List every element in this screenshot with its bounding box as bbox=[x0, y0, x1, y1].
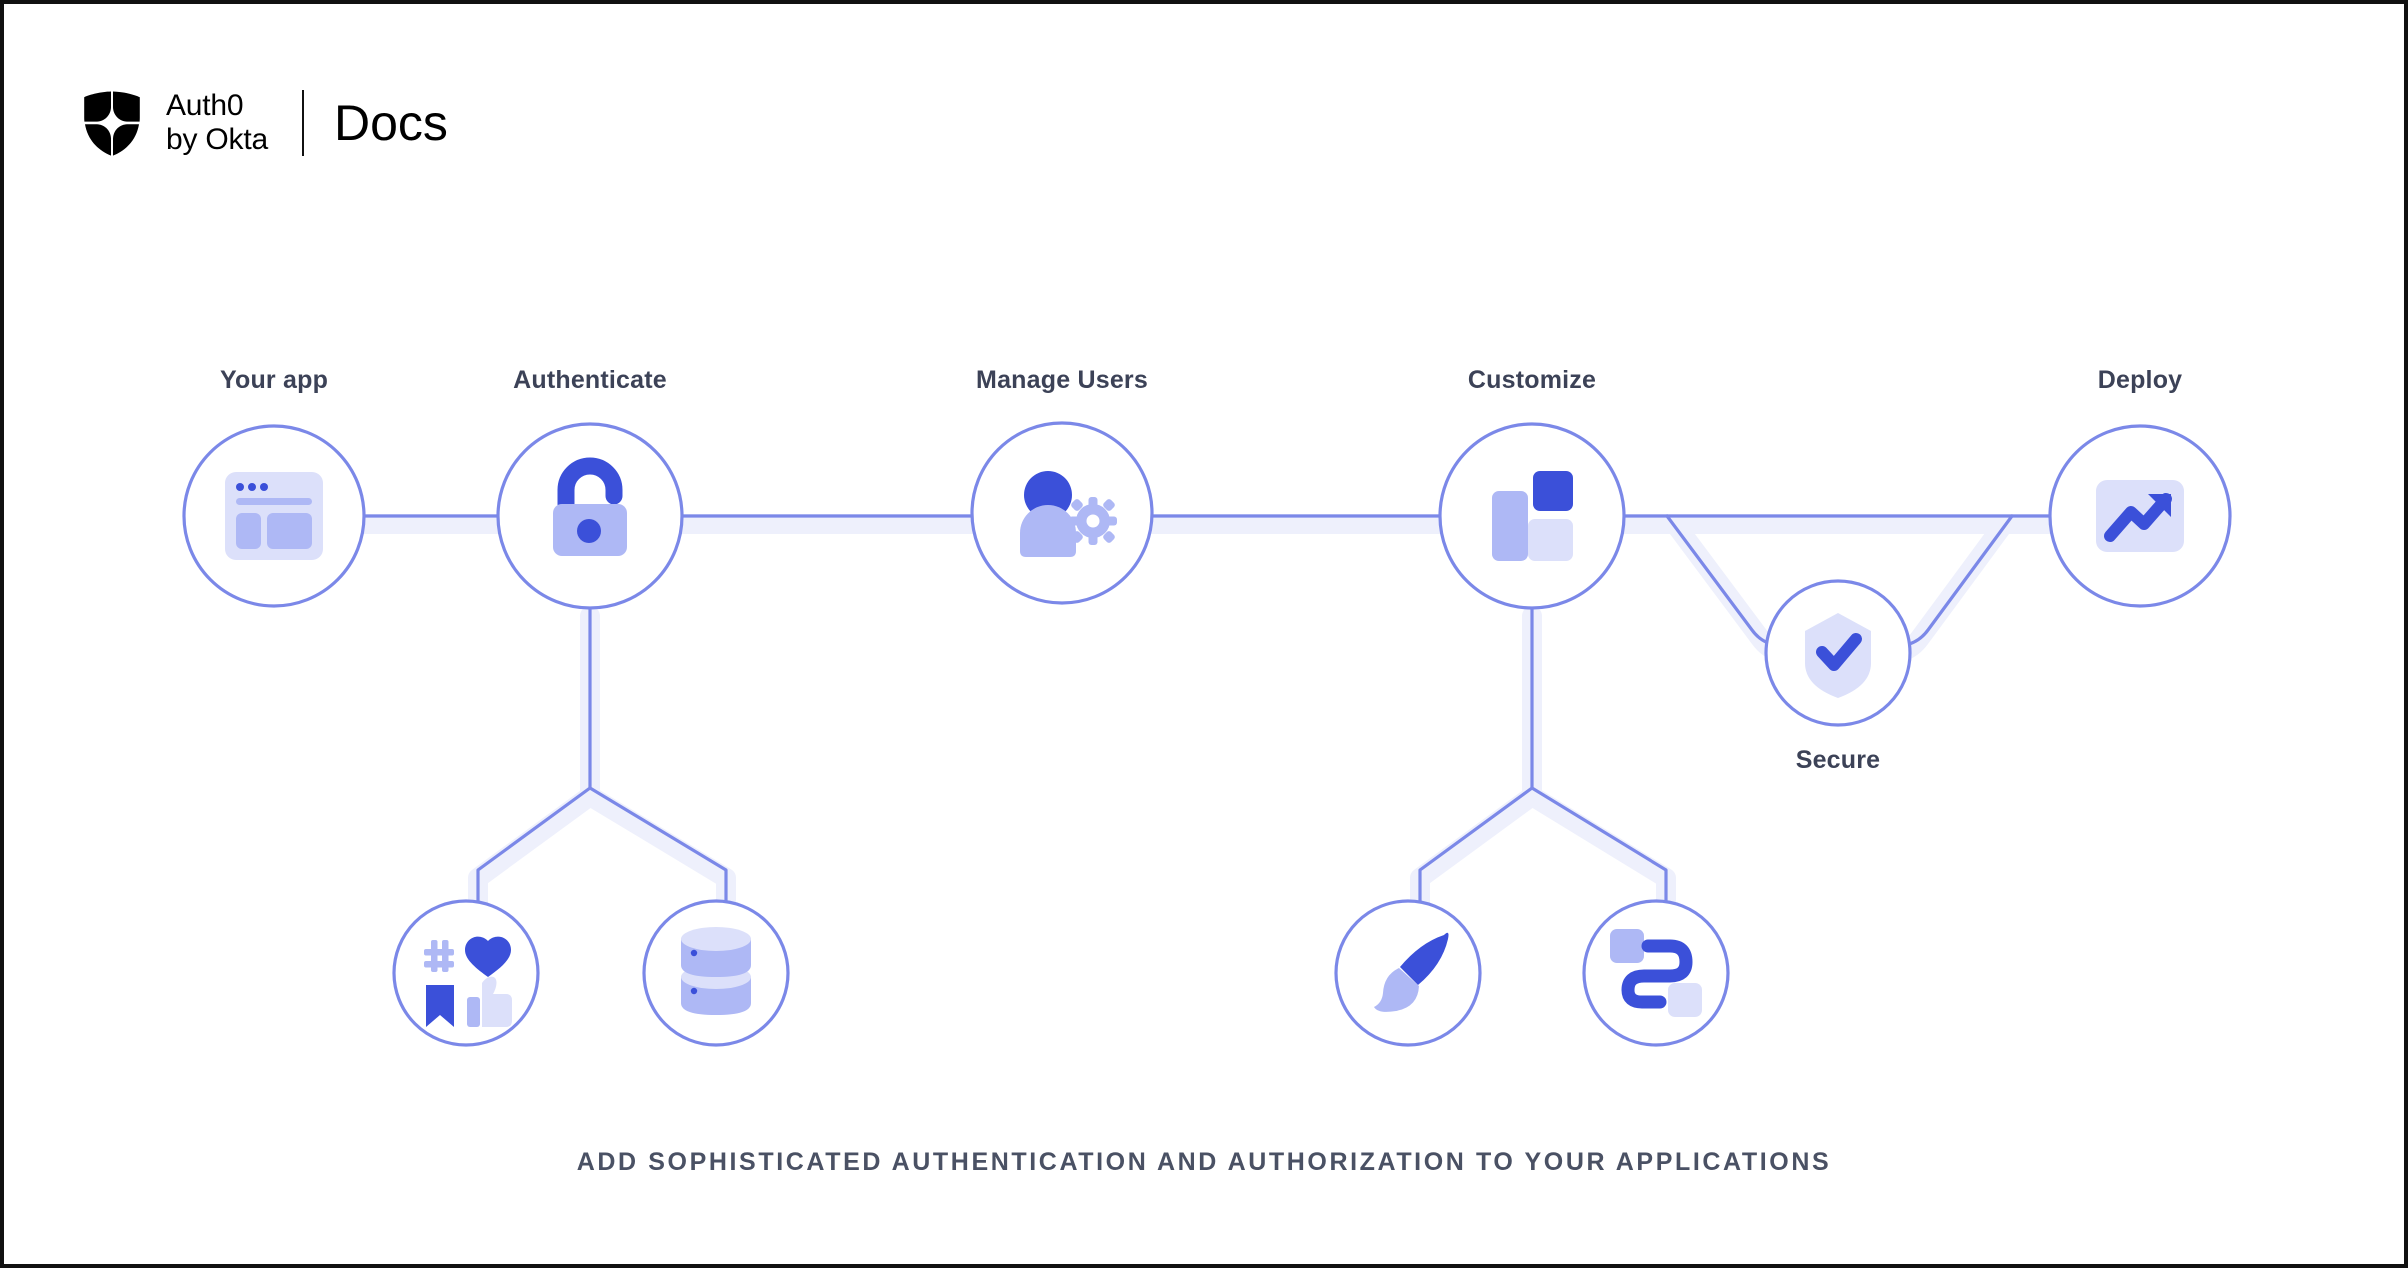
halo-auth-social bbox=[468, 606, 600, 918]
node-label-secure: Secure bbox=[1795, 746, 1881, 774]
layout-blocks-icon bbox=[1492, 471, 1573, 561]
node-label-authenticate: Authenticate bbox=[513, 366, 667, 394]
node-circle-customize[interactable] bbox=[1438, 422, 1626, 610]
thumbs-up-icon bbox=[467, 976, 512, 1027]
node-label-your-app: Your app bbox=[219, 366, 329, 394]
connector-lines bbox=[358, 514, 2054, 904]
trending-up-icon bbox=[2096, 480, 2184, 552]
user-gear-icon bbox=[1020, 471, 1117, 557]
auth0-shield-icon bbox=[84, 91, 140, 156]
product-title: Docs bbox=[333, 95, 448, 151]
browser-window-icon bbox=[225, 472, 323, 560]
line-auth-database bbox=[588, 786, 728, 904]
flow-diagram-svg bbox=[182, 421, 2232, 1047]
halo-auth-database bbox=[580, 786, 736, 918]
line-customize-flows bbox=[1530, 786, 1668, 904]
social-icons-group bbox=[424, 936, 512, 1027]
heart-icon bbox=[465, 936, 511, 977]
brand-wordmark: Auth0 by Okta bbox=[166, 89, 268, 156]
node-circle-social-logins[interactable] bbox=[392, 899, 540, 1047]
line-auth-social bbox=[476, 606, 592, 904]
brand-wordmark-line1: Auth0 bbox=[166, 89, 244, 123]
halo-customize-branding bbox=[1410, 606, 1542, 918]
unlocked-padlock-icon bbox=[553, 457, 627, 556]
flow-diagram bbox=[8, 8, 2408, 1268]
node-label-customize: Customize bbox=[1467, 366, 1597, 394]
shield-check-icon bbox=[1805, 613, 1871, 698]
database-icon bbox=[681, 927, 751, 1015]
halo-customize-flows bbox=[1522, 786, 1676, 918]
node-label-manage-users: Manage Users bbox=[976, 366, 1148, 394]
brand-divider bbox=[301, 90, 304, 156]
paintbrush-icon bbox=[1374, 932, 1449, 1012]
page-caption: ADD SOPHISTICATED AUTHENTICATION AND AUT… bbox=[576, 1148, 1832, 1176]
hashtag-icon bbox=[424, 940, 454, 972]
flow-connector-icon bbox=[1610, 929, 1702, 1017]
brand-header[interactable]: Auth0 by Okta Docs bbox=[80, 86, 448, 160]
node-label-deploy: Deploy bbox=[2097, 366, 2183, 394]
brand-wordmark-line2: by Okta bbox=[166, 123, 268, 156]
line-customize-branding bbox=[1418, 606, 1534, 904]
page-canvas: Auth0 by Okta Docs bbox=[8, 8, 2400, 1260]
bookmark-icon bbox=[426, 985, 454, 1027]
